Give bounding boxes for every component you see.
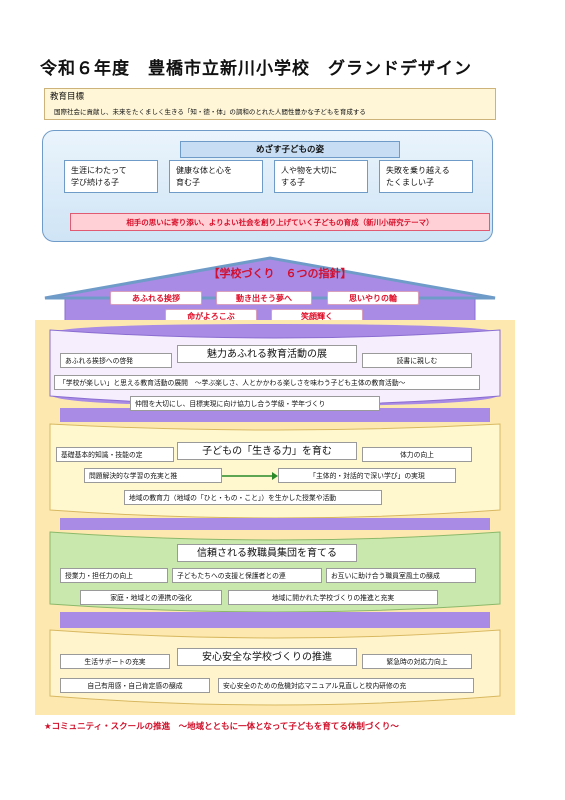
band-item: 安心安全のための危機対応マニュアル見直しと校内研修の充 [218, 678, 474, 693]
band-item: 仲間を大切にし、目標実現に向け協力し合う学級・学年づくり [130, 396, 380, 411]
band-item: 問題解決的な学習の充実と推 [84, 468, 222, 483]
band-title: 子どもの「生きる力」を育む [177, 442, 357, 460]
child-vision-item: 健康な体と心を 育む子 [169, 160, 263, 193]
band-title: 安心安全な学校づくりの推進 [177, 648, 357, 666]
education-goal-label: 教育目標 [50, 92, 85, 102]
band-item: 体力の向上 [362, 447, 472, 462]
band-item: 「学校が楽しい」と思える教育活動の展開 ～学ぶ楽しさ、人とかかわる楽しさを味わう… [54, 375, 480, 390]
education-goal-box [44, 88, 496, 120]
child-vision-item: 失敗を乗り越える たくましい子 [379, 160, 473, 193]
band-title: 魅力あふれる教育活動の展 [177, 345, 357, 363]
child-vision-item: 人や物を大切に する子 [274, 160, 368, 193]
band-item: 授業力・担任力の向上 [60, 568, 168, 583]
school-principles-title: 【学校づくり ６つの指針】 [208, 267, 352, 280]
band-item: 基礎基本的知識・技能の定 [56, 447, 174, 462]
arrow-connector [222, 472, 278, 480]
band-item: 家庭・地域との連携の強化 [80, 590, 222, 605]
band-item: 自己有用感・自己肯定感の醸成 [60, 678, 210, 693]
child-vision-title: めざす子どもの姿 [180, 141, 400, 158]
research-theme: 相手の思いに寄り添い、よりよい社会を創り上げていく子どもの育成（新川小研究テーマ… [70, 213, 490, 231]
band-item: 読書に親しむ [362, 353, 472, 368]
band-item: お互いに助け合う職員室風土の醸成 [326, 568, 476, 583]
principle-item: あふれる挨拶 [110, 291, 202, 305]
principle-item: 動き出そう夢へ [216, 291, 312, 305]
band-item: 子どもたちへの支援と保護者との連 [172, 568, 322, 583]
band-item: 地域の教育力（地域の「ひと・もの・こと」）を生かした授業や活動 [124, 490, 382, 505]
page-title: 令和６年度 豊橋市立新川小学校 グランドデザイン [40, 59, 472, 79]
band-item: 「主体的・対話的で深い学び」の実現 [278, 468, 456, 483]
community-school-footer: ★コミュニティ・スクールの推進 ～地域とともに一体となって子どもを育てる体制づく… [44, 722, 399, 732]
band-item: 緊急時の対応力向上 [362, 654, 472, 669]
principle-item: 思いやりの輪 [327, 291, 419, 305]
band-item: 生活サポートの充実 [60, 654, 170, 669]
band-item: あふれる挨拶への啓発 [60, 353, 172, 368]
band-item: 地域に開かれた学校づくりの推進と充実 [228, 590, 438, 605]
child-vision-item: 生涯にわたって 学び続ける子 [64, 160, 158, 193]
band-title: 信頼される教職員集団を育てる [177, 544, 357, 562]
education-goal-text: 国際社会に貢献し、未来をたくましく生きる「知・徳・体」の調和のとれた人間性豊かな… [54, 108, 366, 116]
